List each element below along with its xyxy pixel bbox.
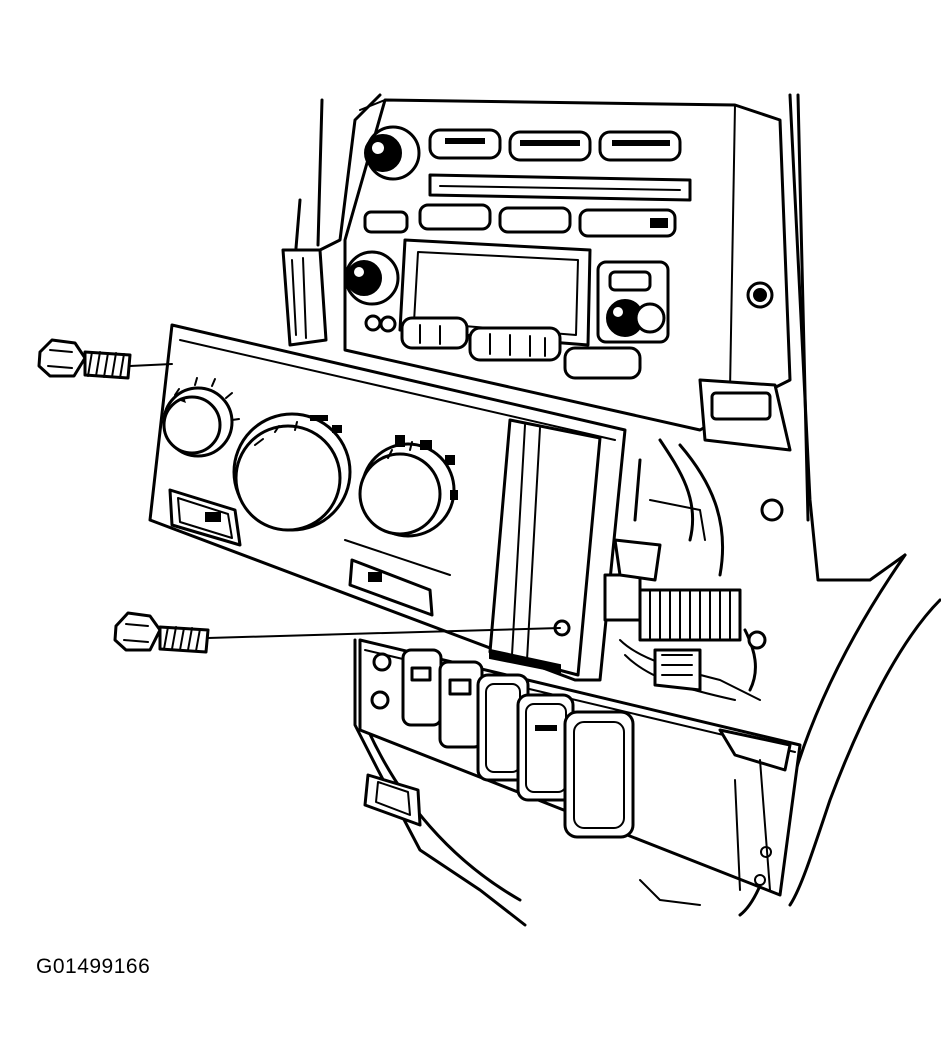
radio-buttons-bottom [366,316,640,378]
switch-4 [518,695,573,800]
switch-2 [440,662,482,747]
fan-speed-knob [164,378,239,456]
hvac-control-panel [150,325,625,680]
lower-bolt-guide-line [208,628,560,638]
lower-vent [365,775,420,825]
radio-preset-buttons-top [430,130,680,160]
upper-bolt [39,340,130,378]
radio-unit [345,100,790,430]
radio-buttons-middle [365,205,675,236]
switch-1 [403,650,441,725]
ac-button [170,490,240,545]
mode-knob [234,414,350,530]
radio-volume-knob [365,127,419,179]
figure-id-label: G01499166 [36,955,151,978]
upper-bolt-guide-line [130,364,172,366]
switch-5 [565,712,633,837]
panel-indicator-lights [372,654,390,708]
radio-tune-knob [346,252,398,304]
dash-bracket-right [700,283,790,520]
lower-switch-panel [360,640,800,895]
lower-bolt [115,613,208,652]
bezel-pillar [283,250,326,345]
recirculation-button [350,560,432,615]
wiring-harness [605,440,765,700]
radio-right-knob [598,262,668,342]
temperature-knob [360,435,458,536]
hvac-panel-cavity [490,420,600,675]
